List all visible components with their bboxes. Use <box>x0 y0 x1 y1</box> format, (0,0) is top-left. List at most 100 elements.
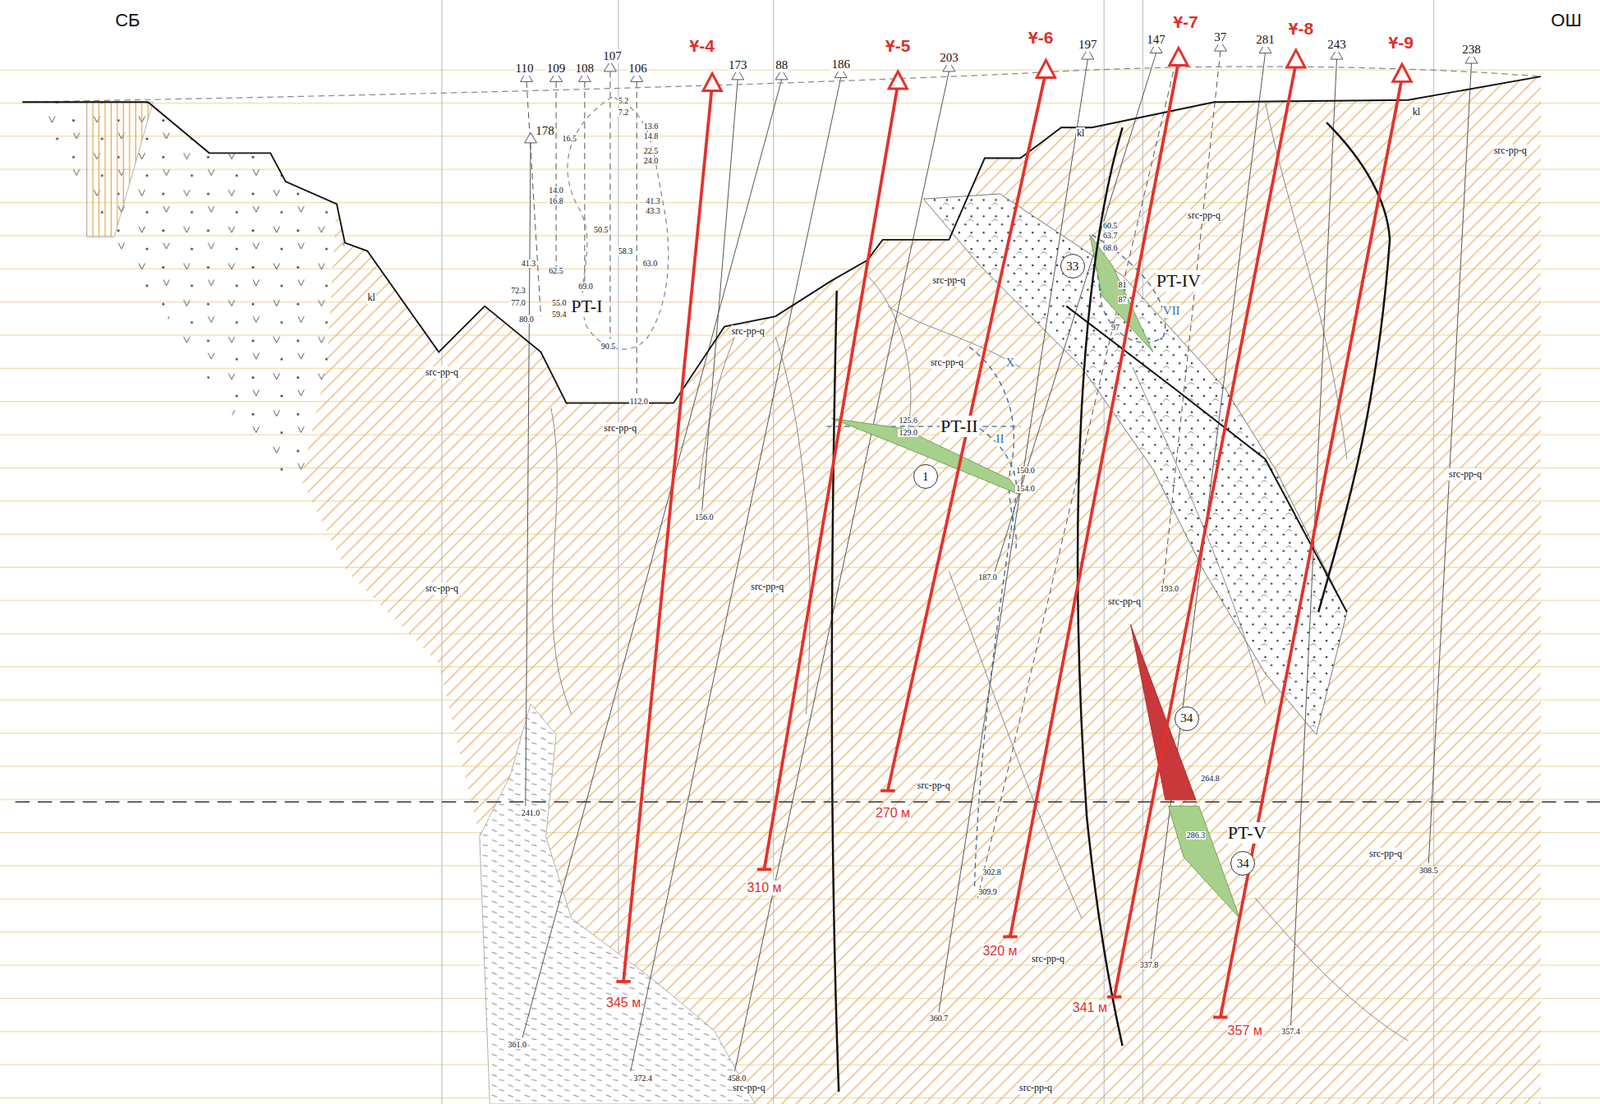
depth-mark: 357.4 <box>1280 1027 1302 1036</box>
rock-code: src-pp-q <box>1493 144 1528 157</box>
rock-code: src-pp-q <box>731 1081 767 1095</box>
hole-depth: 270 м <box>874 805 911 821</box>
orebody-label: PT-I <box>570 295 603 318</box>
depth-mark: 154.0 <box>1015 484 1036 493</box>
contact-lines <box>551 408 572 715</box>
depth-mark: 68.6 <box>1102 243 1119 253</box>
depth-mark: 41.3 <box>644 197 662 206</box>
depth-mark: 5.2 <box>617 96 630 106</box>
depth-mark: 112.0 <box>629 397 649 406</box>
callout-circle: 33 <box>1060 253 1086 279</box>
hole-depth: 310 м <box>745 880 782 896</box>
depth-mark: 241.0 <box>520 809 542 818</box>
rock-code: src-pp-q <box>602 422 638 435</box>
depth-mark: 58.3 <box>617 247 635 256</box>
faults <box>1066 306 1348 613</box>
hole-depth: 341 м <box>1071 1000 1109 1016</box>
borehole-number: 243 <box>1326 37 1348 52</box>
depth-mark: 63.0 <box>642 259 659 268</box>
depth-mark: 125.6 <box>897 416 919 425</box>
rock-code: src-pp-q <box>1448 468 1483 481</box>
old-boreholes <box>520 41 1478 143</box>
old-boreholes <box>526 71 637 396</box>
depth-mark: 97 <box>1110 323 1121 332</box>
depth-mark: 63.7 <box>1102 231 1119 240</box>
rock-code: src-pp-q <box>424 582 460 595</box>
contact-lines <box>948 571 1082 919</box>
depth-mark: 81 <box>1117 280 1128 290</box>
borehole-number: 88 <box>774 58 789 73</box>
depth-mark: 43.3 <box>644 206 662 216</box>
ore-bodies <box>1131 624 1197 800</box>
drillhole-label: Ұ-4 <box>689 36 716 56</box>
depth-mark: 156.0 <box>694 513 715 522</box>
depth-mark: 69.0 <box>577 282 594 291</box>
depth-mark: 264.8 <box>1200 774 1221 783</box>
rock-code: src-pp-q <box>931 274 966 287</box>
callout-circle: 34 <box>1174 706 1200 732</box>
orebody-label: PT-V <box>1227 822 1268 844</box>
faults <box>832 122 1390 1092</box>
old-boreholes <box>522 53 1472 1072</box>
drillholes <box>616 790 1228 1018</box>
borehole-number: 106 <box>627 61 649 76</box>
depth-mark: 22.5 <box>643 147 660 156</box>
depth-mark: 16.8 <box>547 197 565 206</box>
rock-units <box>479 703 755 1104</box>
rock-code: src-pp-q <box>1368 847 1403 860</box>
borehole-number: 173 <box>727 58 749 73</box>
ore-bodies <box>832 234 1241 919</box>
callout-number: 33 <box>1066 260 1079 273</box>
drillholes <box>623 61 1403 1018</box>
borehole-number: 107 <box>602 49 623 64</box>
ore-bodies <box>1089 234 1154 353</box>
depth-mark: 187.0 <box>977 573 998 582</box>
depth-mark: 24.0 <box>643 156 660 166</box>
depth-mark: 60.5 <box>1102 221 1119 230</box>
contact-lines <box>1255 897 1408 1041</box>
surface <box>15 66 1600 802</box>
depth-mark: 80.0 <box>518 315 535 324</box>
borehole-number: 110 <box>514 61 535 76</box>
borehole-number: 108 <box>574 61 596 76</box>
rock-code: src-pp-q <box>1107 595 1142 608</box>
borehole-number: 203 <box>938 50 960 65</box>
depth-mark: 50.5 <box>593 225 610 235</box>
borehole-number: 178 <box>534 124 556 138</box>
depth-mark: 59.4 <box>551 310 568 319</box>
rock-units <box>22 101 345 480</box>
callout-number: 34 <box>1236 857 1250 870</box>
rock-code: kl <box>1075 127 1086 140</box>
orebody-label: PT-II <box>939 415 980 437</box>
depth-mark: 16.5 <box>560 134 578 143</box>
hole-depth: 345 м <box>605 995 642 1011</box>
surface <box>15 801 1600 803</box>
direction-label: СБ <box>114 9 141 32</box>
borehole-number: 147 <box>1145 32 1167 47</box>
zone-label: X <box>1005 355 1017 370</box>
ore-bodies <box>832 418 1021 495</box>
callout-number: 34 <box>1180 712 1193 725</box>
drillhole-label: Ұ-5 <box>884 36 911 56</box>
depth-mark: 302.8 <box>981 868 1003 877</box>
rock-units <box>923 193 1348 735</box>
grid <box>0 67 1600 1104</box>
callout-circle: 1 <box>913 464 938 489</box>
borehole-number: 281 <box>1255 32 1276 47</box>
contact-lines <box>775 336 810 715</box>
depth-mark: 13.6 <box>643 122 660 131</box>
rock-units <box>479 703 755 1104</box>
depth-mark: 55.0 <box>551 298 568 308</box>
borehole-number: 186 <box>830 57 851 72</box>
rock-units <box>300 76 1541 1104</box>
rock-code: src-pp-q <box>1030 952 1066 966</box>
callout-number: 1 <box>922 470 929 483</box>
old-boreholes <box>520 41 1478 1072</box>
hole-depth: 357 м <box>1227 1023 1264 1039</box>
rock-code: kl <box>1411 105 1421 119</box>
drillhole-label: Ұ-8 <box>1287 18 1315 39</box>
borehole-number: 197 <box>1077 37 1099 52</box>
depth-mark: 337.8 <box>1139 960 1160 970</box>
